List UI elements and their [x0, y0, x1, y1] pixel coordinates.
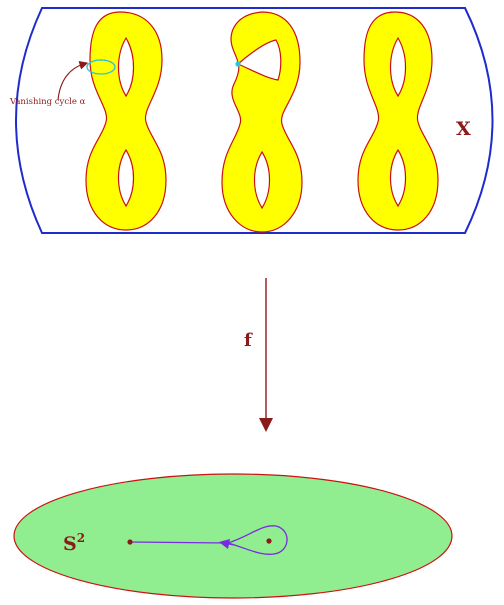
fiber-surface-1: [85, 11, 167, 231]
map-label: f: [244, 330, 253, 351]
base-label-letter: S: [63, 533, 77, 555]
singular-point: [235, 61, 241, 67]
base-point: [127, 539, 133, 545]
total-space-label: X: [456, 118, 471, 140]
fiber-surface-singular: [221, 11, 303, 233]
base-label: S2: [63, 531, 85, 555]
critical-value: [266, 538, 272, 544]
vanishing-cycle-pointer: [57, 60, 89, 101]
base-label-exponent: 2: [77, 531, 85, 545]
vanishing-cycle-label: Vanishing cycle α: [9, 97, 86, 107]
monodromy-loop: [127, 525, 288, 555]
fiber-surface-3: [357, 11, 439, 231]
total-space-outline: [15, 7, 494, 234]
base-sphere: [13, 473, 453, 599]
